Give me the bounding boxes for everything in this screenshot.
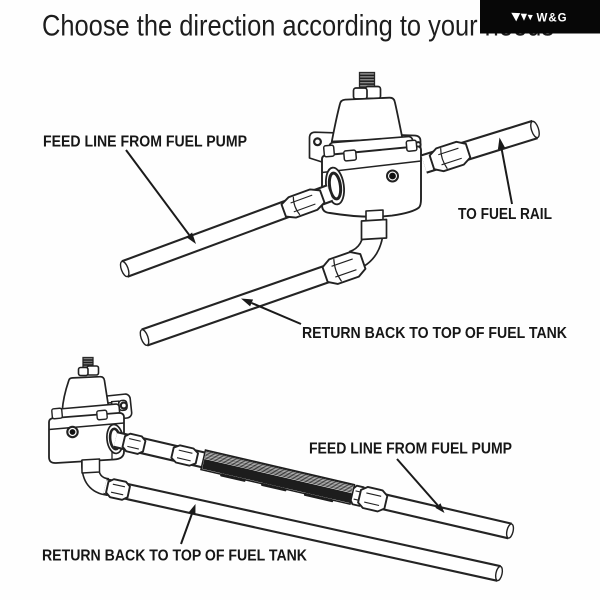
svg-text:FEED LINE FROM FUEL PUMP: FEED LINE FROM FUEL PUMP [43,134,247,151]
svg-text:W&G: W&G [537,12,568,24]
svg-text:RETURN BACK TO TOP OF FUEL TAN: RETURN BACK TO TOP OF FUEL TANK [42,548,308,565]
svg-text:FEED LINE FROM FUEL PUMP: FEED LINE FROM FUEL PUMP [309,441,512,458]
svg-text:Choose the direction according: Choose the direction according to your n… [42,10,554,43]
svg-text:TO FUEL RAIL: TO FUEL RAIL [458,206,552,223]
svg-text:RETURN BACK TO TOP OF FUEL TAN: RETURN BACK TO TOP OF FUEL TANK [302,325,568,342]
